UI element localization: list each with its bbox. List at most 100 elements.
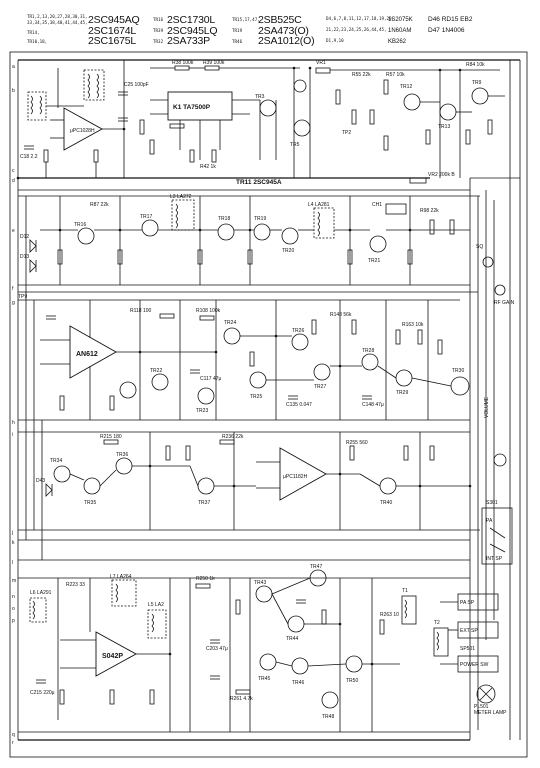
- tr41-label: TR40: [380, 500, 392, 506]
- tr3-label: TR3: [255, 94, 265, 100]
- ch1-label: CH1: [372, 202, 382, 208]
- tr30-label: TR30: [452, 368, 464, 374]
- cap-c117-label: C117 47μ: [200, 376, 222, 382]
- coil-l2: [87, 73, 90, 99]
- ic3-amplifier: [69, 325, 117, 379]
- header-col4-mid-2: 1N60AM: [388, 28, 412, 34]
- transistor-tr44-body: [287, 615, 305, 633]
- volume-label: VOLUME: [484, 396, 490, 418]
- svg-text:f: f: [12, 286, 14, 292]
- svg-text:q: q: [12, 732, 15, 738]
- tr29-label: TR29: [396, 390, 408, 396]
- transistor-tr17-body: [141, 219, 159, 237]
- pl501-label: PL501: [474, 704, 489, 710]
- t1-label: T1: [402, 588, 408, 594]
- tr37-label: TR36: [116, 452, 128, 458]
- tr48-label: TR48: [322, 714, 334, 720]
- ic5-label: S042P: [102, 653, 123, 660]
- ic5-amplifier: [95, 631, 137, 677]
- cap-c215-label: C215 220μ: [30, 690, 55, 696]
- tr21-label: TR21: [368, 258, 380, 264]
- res-r39-label: R39 100k: [203, 60, 225, 66]
- header-col4-mid-1: 1S2075K: [388, 17, 413, 23]
- transistor-tr13-body: [439, 103, 457, 121]
- tp9-label: TP9: [18, 294, 27, 300]
- tr36-label: TR35: [84, 500, 96, 506]
- header-col2-small-1: TR16: [153, 17, 164, 22]
- transistor-tr26-body: [291, 333, 309, 351]
- cap-c25-label: C25 100pF: [124, 82, 149, 88]
- res-r255-label: R261 4.7k: [230, 696, 253, 702]
- transistor-tr35-body: [53, 465, 71, 483]
- transistor-tr25-body: [249, 371, 267, 389]
- transistor-tr22-body: [151, 373, 169, 391]
- tr43-label: TR43: [254, 580, 266, 586]
- svg-text:m: m: [12, 578, 16, 584]
- transistor-tr50-body: [345, 655, 363, 673]
- res-r84-label: R84 10k: [466, 62, 485, 68]
- squelch-pot: [482, 256, 494, 268]
- pa-label: PA: [486, 518, 493, 524]
- res-r218-label: R236 22k: [222, 434, 244, 440]
- coil-l4-label: L4 LA281: [308, 202, 330, 208]
- ext-sp-label: EXT SP: [460, 628, 478, 634]
- tr35-label: TR34: [50, 458, 62, 464]
- res-r108-label: R108 100k: [196, 308, 221, 314]
- tr50-label: TR50: [346, 678, 358, 684]
- header-col1-small-2: 33,34,35,38,40,41,44,45,: [27, 20, 88, 25]
- coil-l2-shield: [83, 69, 105, 101]
- cap-c18-label: C18 2.2: [20, 154, 38, 160]
- res-r148-label: R148 56k: [330, 312, 352, 318]
- switch-s301-block: [481, 507, 513, 565]
- header-col1-big-3: 2SC1675L: [88, 35, 137, 47]
- transistor-tr45-body: [259, 653, 277, 671]
- tr44-label: TR44: [286, 636, 298, 642]
- header-col1-big-1: 2SC945AQ: [88, 14, 140, 26]
- rf-gain-label: RF GAIN: [494, 300, 515, 306]
- transistor-tr41-body: [379, 477, 397, 495]
- svg-text:c: c: [12, 168, 15, 174]
- transistor-tr28-body: [361, 353, 379, 371]
- header-col3-small-2: TR19: [232, 28, 243, 33]
- coil-l4: [317, 211, 320, 237]
- ic1-label: K1 TA7500P: [173, 104, 211, 111]
- transistor-tr27b-body: [119, 381, 137, 399]
- res-r236-label: R255 560: [346, 440, 368, 446]
- coil-l7: [115, 583, 118, 603]
- diode-d43-label: D43: [36, 478, 45, 484]
- meter-lamp-label: METER LAMP: [474, 710, 507, 716]
- res-r118-label: R118 100: [130, 308, 152, 314]
- header-col4-mid-3: KB262: [388, 39, 407, 45]
- transistor-tr30-body: [450, 376, 470, 396]
- ic4-amplifier: [279, 447, 327, 501]
- tr24-label: TR24: [224, 320, 236, 326]
- svg-text:g: g: [12, 300, 15, 306]
- res-r215-label: R223 33: [66, 582, 85, 588]
- header-col1-small-3: TR14,: [27, 30, 40, 35]
- transformer-t2: [433, 627, 449, 657]
- tr16-label: TR16: [74, 222, 86, 228]
- svg-text:n: n: [12, 594, 15, 600]
- t2-label: T2: [434, 620, 440, 626]
- header-col4-small-2: 21,22,23,24,25,26,44,45,: [326, 27, 387, 32]
- coil-l5: [151, 613, 154, 633]
- transistor-tr46-body: [291, 657, 309, 675]
- tr18-label: TR18: [218, 216, 230, 222]
- vr1-label: VR1: [316, 60, 326, 66]
- tr11-label: TR11 2SC945A: [236, 179, 282, 186]
- tr28-label: TR28: [362, 348, 374, 354]
- header-col2-big-2: 2SC945LQ: [167, 25, 218, 37]
- sp501-label: SP501: [460, 646, 475, 652]
- vr2-pot: [409, 177, 427, 184]
- pa-sp-label: PA SP: [460, 600, 475, 606]
- header-col5-1: D46 RD15 EB2: [428, 16, 473, 23]
- tr12-label: TR12: [400, 84, 412, 90]
- res-r55-label: R55 22k: [352, 72, 371, 78]
- tr5-label: TR5: [290, 142, 300, 148]
- coil-l3-label: L3 LA272: [170, 194, 192, 200]
- header-col1-big-2: 2SC1674L: [88, 25, 137, 37]
- svg-text:d: d: [12, 178, 15, 184]
- tr45-label: TR45: [258, 676, 270, 682]
- svg-text:j: j: [11, 530, 13, 536]
